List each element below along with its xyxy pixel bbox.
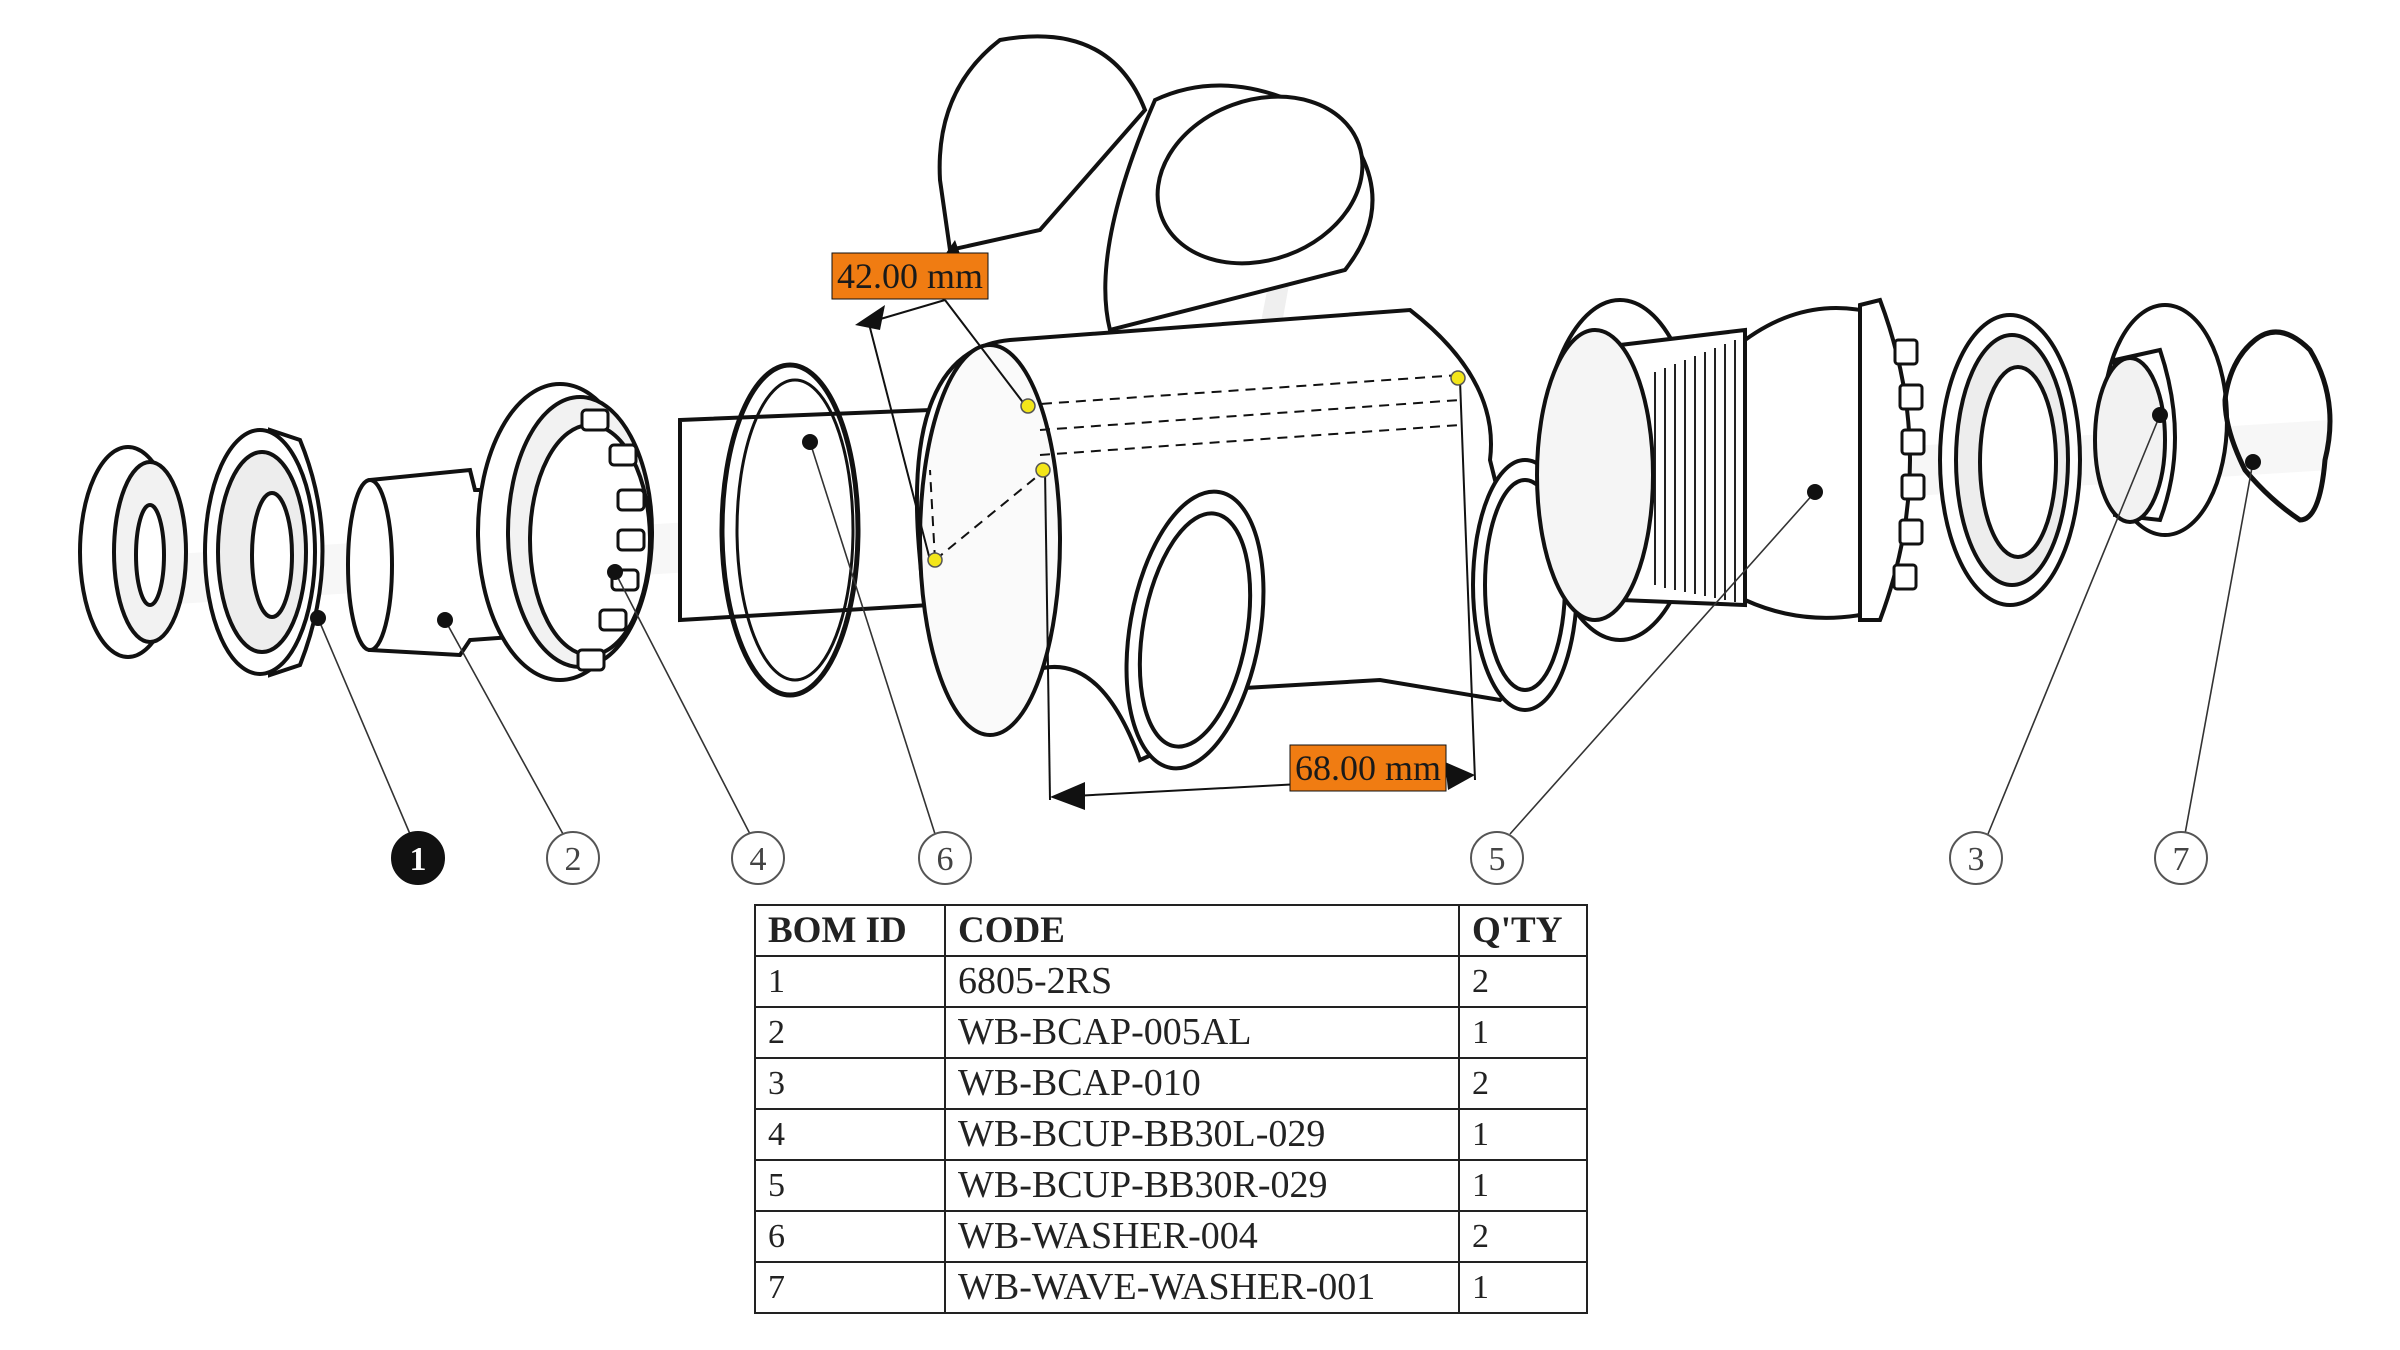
bom-header-code: CODE	[944, 904, 1460, 957]
callout-3-label: 3	[1968, 841, 1985, 878]
bom-id-cell: 5	[754, 1159, 946, 1212]
callout-7[interactable]: 7	[2154, 831, 2208, 885]
callout-5-label: 5	[1489, 841, 1506, 878]
bom-code-cell: WB-BCUP-BB30R-029	[944, 1159, 1460, 1212]
bottom-bracket-cup-left	[476, 382, 950, 682]
callout-2-label: 2	[565, 841, 582, 878]
bom-code-cell: WB-WAVE-WASHER-001	[944, 1261, 1460, 1314]
bom-qty-cell: 1	[1458, 1159, 1588, 1212]
bom-id-cell: 2	[754, 1006, 946, 1059]
table-row[interactable]: 6 WB-WASHER-004 2	[754, 1210, 1588, 1263]
dimension-label-42: 42.00 mm	[837, 256, 983, 296]
bom-code-cell: WB-BCAP-010	[944, 1057, 1460, 1110]
callout-6-label: 6	[937, 841, 954, 878]
callout-5[interactable]: 5	[1470, 831, 1524, 885]
dimension-label-box-42	[831, 252, 989, 300]
measurement-points	[927, 370, 1466, 568]
table-row[interactable]: 1 6805-2RS 2	[754, 955, 1588, 1008]
table-row[interactable]: 4 WB-BCUP-BB30L-029 1	[754, 1108, 1588, 1161]
frame-bottom-bracket-shell	[914, 34, 1579, 771]
bom-id-cell: 1	[754, 955, 946, 1008]
callout-4-label: 4	[750, 841, 767, 878]
callout-4[interactable]: 4	[731, 831, 785, 885]
bom-header-id: BOM ID	[754, 904, 946, 957]
callout-2[interactable]: 2	[546, 831, 600, 885]
bottom-bracket-cup-right	[1535, 297, 1926, 642]
bearing-left	[203, 427, 325, 678]
callout-3[interactable]: 3	[1949, 831, 2003, 885]
bom-qty-cell: 1	[1458, 1261, 1588, 1314]
washer-left	[719, 362, 861, 698]
bom-table: BOM ID CODE Q'TY 1 6805-2RS 2 2 WB-BCAP-…	[754, 904, 1588, 1314]
bom-qty-cell: 1	[1458, 1006, 1588, 1059]
bom-code-cell: WB-WASHER-004	[944, 1210, 1460, 1263]
dimension-42mm: 42.00 mm	[831, 240, 1026, 561]
bom-qty-cell: 1	[1458, 1108, 1588, 1161]
dimension-68mm: 68.00 mm	[1044, 379, 1476, 810]
dimension-label-box-68	[1289, 744, 1447, 792]
bom-id-cell: 3	[754, 1057, 946, 1110]
bom-code-cell: WB-BCUP-BB30L-029	[944, 1108, 1460, 1161]
bom-id-cell: 6	[754, 1210, 946, 1263]
bom-header-qty: Q'TY	[1458, 904, 1588, 957]
leader-lines	[317, 414, 2254, 835]
bom-qty-cell: 2	[1458, 955, 1588, 1008]
bom-code-cell: WB-BCAP-005AL	[944, 1006, 1460, 1059]
table-row[interactable]: 7 WB-WAVE-WASHER-001 1	[754, 1261, 1588, 1314]
table-row[interactable]: 3 WB-BCAP-010 2	[754, 1057, 1588, 1110]
bearing-cap-left	[78, 445, 188, 659]
bom-header-row: BOM ID CODE Q'TY	[754, 904, 1588, 957]
bom-id-cell: 7	[754, 1261, 946, 1314]
bom-qty-cell: 2	[1458, 1210, 1588, 1263]
wave-washer	[2222, 329, 2333, 523]
callout-1-label: 1	[410, 841, 427, 878]
table-row[interactable]: 2 WB-BCAP-005AL 1	[754, 1006, 1588, 1059]
construction-lines	[929, 374, 1461, 561]
callout-balloons: 1 2 4 6 5 3 7	[391, 831, 2208, 885]
bom-qty-cell: 2	[1458, 1057, 1588, 1110]
dimension-label-68: 68.00 mm	[1295, 748, 1441, 788]
bom-code-cell: 6805-2RS	[944, 955, 1460, 1008]
leader-dots	[310, 407, 2261, 628]
bom-id-cell: 4	[754, 1108, 946, 1161]
callout-1[interactable]: 1	[391, 831, 445, 885]
callout-6[interactable]: 6	[918, 831, 972, 885]
table-row[interactable]: 5 WB-BCUP-BB30R-029 1	[754, 1159, 1588, 1212]
callout-7-label: 7	[2173, 841, 2190, 878]
bearing-right	[1938, 313, 2082, 607]
